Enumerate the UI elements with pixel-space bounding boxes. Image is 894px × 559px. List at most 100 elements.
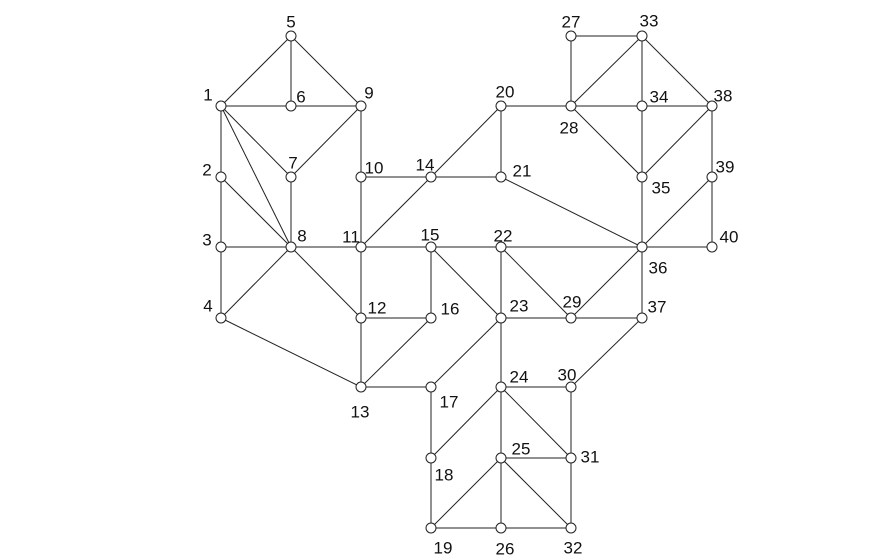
node-8 <box>285 241 297 253</box>
node-label-32: 32 <box>564 538 583 557</box>
node-label-31: 31 <box>581 447 600 466</box>
node-label-37: 37 <box>648 297 667 316</box>
node-label-13: 13 <box>351 402 370 421</box>
edge-25-19 <box>430 457 502 529</box>
node-label-21: 21 <box>513 161 532 180</box>
edge-1-8 <box>220 105 292 248</box>
node-label-6: 6 <box>296 87 305 106</box>
edge-1-7 <box>220 105 292 178</box>
node-label-1: 1 <box>203 85 212 104</box>
node-label-25: 25 <box>512 439 531 458</box>
node-12 <box>355 312 367 324</box>
node-36 <box>636 241 648 253</box>
node-label-15: 15 <box>421 225 440 244</box>
edge-5-9 <box>290 35 362 107</box>
node-2 <box>215 171 227 183</box>
node-label-26: 26 <box>496 539 515 558</box>
edge-29-36 <box>570 246 643 319</box>
node-label-38: 38 <box>714 86 733 105</box>
node-label-22: 22 <box>494 226 513 245</box>
node-7 <box>285 171 297 183</box>
node-label-20: 20 <box>496 82 515 101</box>
edge-25-32 <box>500 457 572 529</box>
node-21 <box>495 171 507 183</box>
edge-28-33 <box>570 35 643 107</box>
node-label-4: 4 <box>203 296 212 315</box>
node-label-16: 16 <box>441 299 460 318</box>
node-29 <box>565 312 577 324</box>
node-3 <box>215 241 227 253</box>
node-35 <box>636 171 648 183</box>
node-24 <box>495 381 507 393</box>
node-label-24: 24 <box>510 367 529 386</box>
node-38 <box>706 100 718 112</box>
edge-16-13 <box>360 317 432 388</box>
node-30 <box>565 381 577 393</box>
node-20 <box>495 100 507 112</box>
node-22 <box>495 241 507 253</box>
node-28 <box>565 100 577 112</box>
node-label-14: 14 <box>416 155 435 174</box>
node-label-28: 28 <box>560 118 579 137</box>
edge-22-29 <box>500 246 572 319</box>
edge-7-9 <box>290 105 362 178</box>
edge-4-13 <box>220 317 362 388</box>
edge-30-37 <box>570 317 643 388</box>
node-label-12: 12 <box>368 298 387 317</box>
edge-28-35 <box>570 105 643 178</box>
node-label-39: 39 <box>716 157 735 176</box>
node-10 <box>355 171 367 183</box>
node-5 <box>285 30 297 42</box>
edge-2-8 <box>220 176 292 248</box>
node-label-29: 29 <box>563 292 582 311</box>
node-label-30: 30 <box>558 365 577 384</box>
node-33 <box>636 30 648 42</box>
node-label-18: 18 <box>435 465 454 484</box>
edge-24-31 <box>500 386 572 459</box>
node-19 <box>425 522 437 534</box>
node-4 <box>215 312 227 324</box>
node-label-8: 8 <box>297 226 306 245</box>
edge-1-5 <box>220 35 292 107</box>
node-26 <box>495 522 507 534</box>
node-31 <box>565 452 577 464</box>
edge-35-38 <box>641 105 713 178</box>
node-37 <box>636 312 648 324</box>
edge-4-8 <box>220 246 292 319</box>
node-1 <box>215 100 227 112</box>
node-label-19: 19 <box>434 538 453 557</box>
node-label-2: 2 <box>202 160 211 179</box>
node-label-35: 35 <box>652 178 671 197</box>
node-17 <box>425 381 437 393</box>
label-layer: 1234567891011121314151617181920212223242… <box>202 11 738 558</box>
node-label-36: 36 <box>649 258 668 277</box>
node-25 <box>495 452 507 464</box>
edge-14-20 <box>430 105 502 178</box>
node-40 <box>706 241 718 253</box>
edge-21-36 <box>500 176 643 248</box>
node-9 <box>355 100 367 112</box>
node-label-34: 34 <box>650 87 669 106</box>
node-label-27: 27 <box>562 12 581 31</box>
node-13 <box>355 381 367 393</box>
node-label-23: 23 <box>510 296 529 315</box>
node-label-11: 11 <box>342 227 360 246</box>
node-label-5: 5 <box>286 12 295 31</box>
node-34 <box>636 100 648 112</box>
edge-18-24 <box>430 386 502 459</box>
node-39 <box>706 171 718 183</box>
node-11 <box>355 241 367 253</box>
node-15 <box>425 241 437 253</box>
node-label-3: 3 <box>202 230 211 249</box>
node-6 <box>285 100 297 112</box>
node-label-9: 9 <box>364 83 373 102</box>
node-14 <box>425 171 437 183</box>
node-18 <box>425 452 437 464</box>
edge-8-12 <box>290 246 362 319</box>
node-label-40: 40 <box>720 227 739 246</box>
node-layer <box>215 30 718 534</box>
node-32 <box>565 522 577 534</box>
node-16 <box>425 312 437 324</box>
edge-36-39 <box>641 176 713 248</box>
node-label-7: 7 <box>288 153 297 172</box>
